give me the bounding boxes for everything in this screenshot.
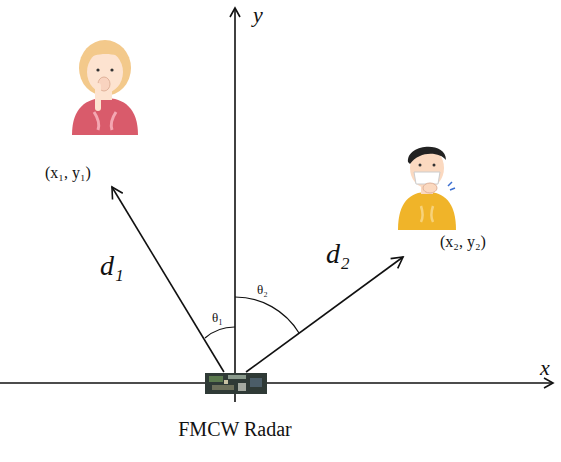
x-axis xyxy=(0,382,553,384)
person-node: (x₂, y₂) xyxy=(395,145,515,257)
angle-label: θ₂ xyxy=(257,282,268,298)
y-axis xyxy=(234,8,236,402)
axis-label: x xyxy=(540,355,550,381)
distance-arrow xyxy=(112,187,224,372)
device-caption: FMCW Radar xyxy=(150,418,320,441)
coordinate-label: (x₂, y₂) xyxy=(440,233,486,251)
angle-arc xyxy=(205,327,235,338)
distance-label: d₁ xyxy=(100,250,124,282)
radar-node: FMCW Radar xyxy=(150,372,320,444)
angle-label: θ₁ xyxy=(212,310,223,326)
distance-label: d₂ xyxy=(326,238,350,270)
woman-figure xyxy=(72,40,138,135)
man-figure xyxy=(398,147,456,230)
axis-label: y xyxy=(253,2,263,28)
person-node: (x₁, y₁) xyxy=(40,40,180,187)
coordinate-label: (x₁, y₁) xyxy=(45,164,91,182)
distance-arrow xyxy=(246,257,403,372)
angle-arc xyxy=(235,297,299,333)
radar-device xyxy=(205,373,267,394)
